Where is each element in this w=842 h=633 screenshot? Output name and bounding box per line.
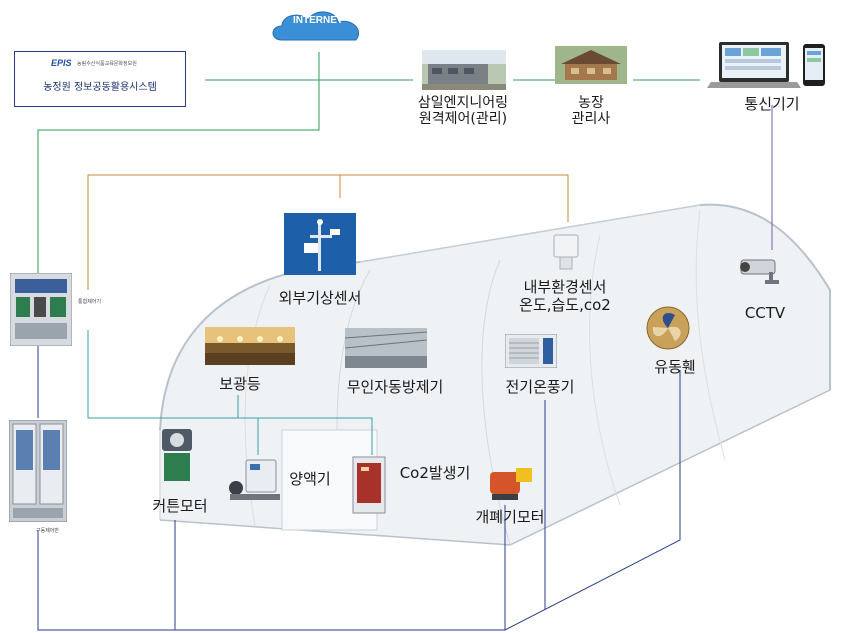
epis-logo: EPIS bbox=[51, 58, 72, 68]
curtain-motor-image bbox=[158, 425, 196, 485]
vent-motor-label: 개폐기모터 bbox=[475, 508, 545, 526]
heat-lamp-image bbox=[205, 327, 295, 365]
remote-control-line1: 삼일엔지니어링 bbox=[417, 95, 509, 111]
cctv-label: CCTV bbox=[744, 304, 786, 322]
circulation-fan-icon bbox=[645, 305, 691, 351]
curtain-motor-label: 커튼모터 bbox=[152, 497, 208, 515]
co2-generator-label: Co2발생기 bbox=[399, 464, 471, 482]
co2-generator-image bbox=[351, 455, 387, 517]
electric-heater-image bbox=[505, 334, 557, 368]
epis-subtitle: 농림수산식품교육문화정보원 bbox=[77, 61, 137, 67]
vent-motor-image bbox=[486, 462, 536, 504]
internal-sensor-label-2: 온도,습도,co2 bbox=[519, 296, 611, 314]
fog-system-image bbox=[345, 328, 427, 368]
nutrient-supply-image bbox=[226, 458, 284, 504]
nutrient-supply-label: 양액기 bbox=[289, 470, 331, 488]
electric-heater-label: 전기온풍기 bbox=[505, 378, 575, 396]
control-cabinet-label: 구동제어반 bbox=[36, 528, 60, 534]
internal-sensor-image bbox=[550, 233, 582, 273]
farm-office-image bbox=[555, 46, 627, 84]
weather-sensor-image bbox=[284, 213, 356, 275]
laptop-phone-icon bbox=[705, 40, 830, 90]
fog-system-label: 무인자동방제기 bbox=[346, 378, 444, 396]
remote-building-image bbox=[422, 50, 506, 90]
comm-device-label: 통신기기 bbox=[744, 95, 800, 113]
heat-lamp-label: 보광등 bbox=[219, 375, 261, 393]
farm-office-line1: 농장 bbox=[578, 95, 604, 111]
integrated-controller-label: 통합제어기 bbox=[78, 299, 102, 305]
epis-system-box: EPIS 농림수산식품교육문화정보원 농정원 정보공동활용시스템 bbox=[14, 51, 186, 107]
weather-sensor-label: 외부기상센서 bbox=[278, 289, 362, 307]
remote-control-line2: 원격제어(관리) bbox=[418, 111, 508, 127]
circulation-fan-label: 유동휀 bbox=[654, 358, 696, 376]
integrated-controller-image bbox=[10, 273, 72, 346]
cloud-icon bbox=[272, 11, 360, 41]
internet-label: INTERNET bbox=[293, 15, 343, 26]
internal-sensor-label-1: 내부환경센서 bbox=[523, 278, 607, 296]
cctv-camera-icon bbox=[735, 250, 783, 286]
control-cabinet-image bbox=[9, 420, 67, 522]
epis-system-name: 농정원 정보공동활용시스템 bbox=[43, 82, 157, 93]
farm-office-line2: 관리사 bbox=[571, 111, 611, 127]
greenhouse-structure bbox=[159, 203, 831, 546]
